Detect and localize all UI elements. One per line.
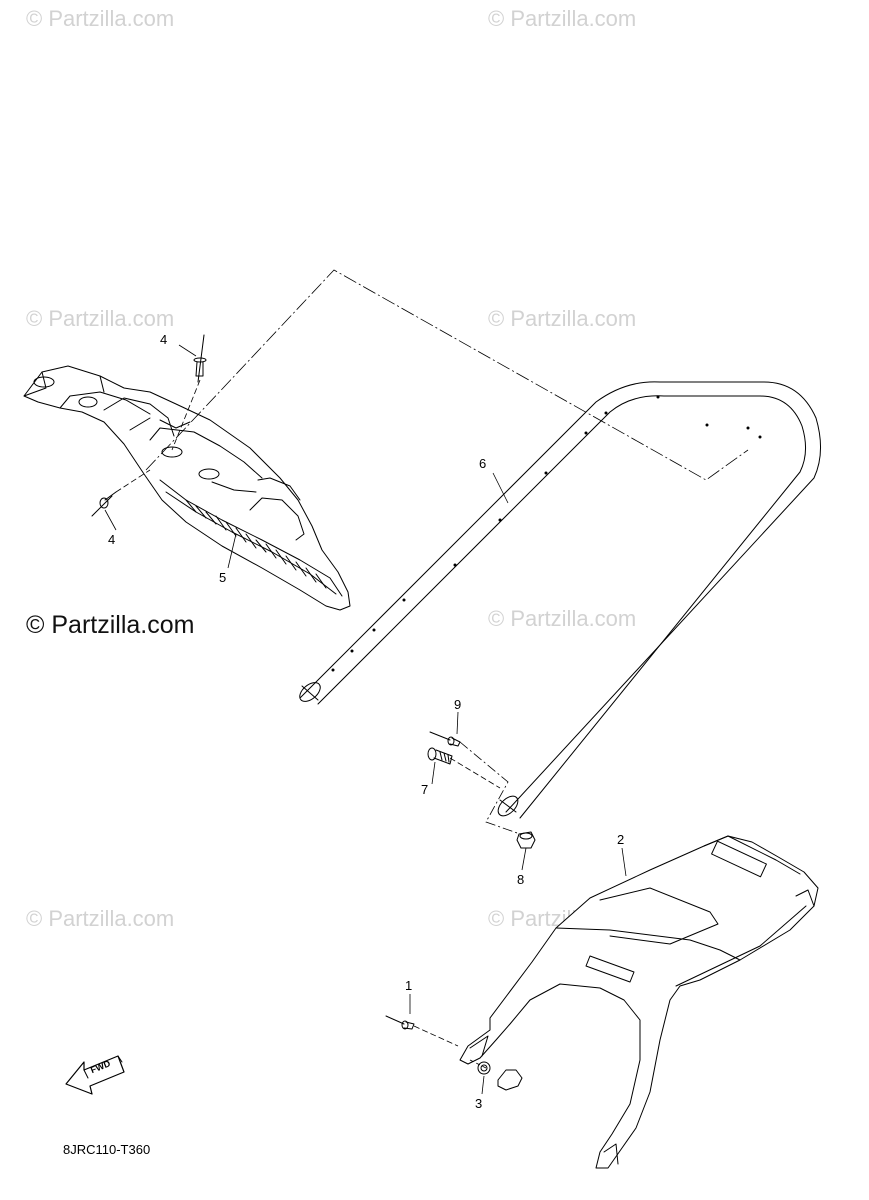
callout-3: 3 (475, 1096, 483, 1111)
part-6-guard-bar (299, 381, 821, 819)
watermark: © Partzilla.com (26, 6, 175, 31)
watermark: © Partzilla.com (488, 306, 637, 331)
callout-6: 6 (479, 456, 487, 471)
part-4-rivet-lower (91, 491, 117, 517)
diagram-code: 8JRC110-T360 (63, 1142, 151, 1157)
callout-5: 5 (219, 570, 227, 585)
watermark: © Partzilla.com (488, 6, 637, 31)
callout-1: 1 (405, 978, 413, 993)
fwd-arrow-icon (65, 1055, 125, 1095)
part-1-rivet (385, 1015, 415, 1030)
part-7-bolt (427, 747, 453, 765)
partzilla-watermark: © Partzilla.com (26, 611, 195, 639)
callout-4: 4 (160, 332, 168, 347)
part-3-grommet (477, 1061, 523, 1091)
part-4-rivet-upper (193, 334, 207, 383)
watermark: © Partzilla.com (488, 606, 637, 631)
callout-4: 4 (108, 532, 116, 547)
watermark: © Partzilla.com (26, 906, 175, 931)
callout-7: 7 (421, 782, 429, 797)
leader-lines (104, 269, 749, 1095)
callout-9: 9 (454, 697, 462, 712)
part-2-tail-cover (459, 835, 819, 1169)
part-8-nut (516, 831, 536, 849)
part-5-rear-flap (23, 365, 351, 611)
part-9-rivet (429, 731, 461, 747)
callout-2: 2 (617, 832, 625, 847)
watermark: © Partzilla.com (26, 306, 175, 331)
callout-8: 8 (517, 872, 525, 887)
